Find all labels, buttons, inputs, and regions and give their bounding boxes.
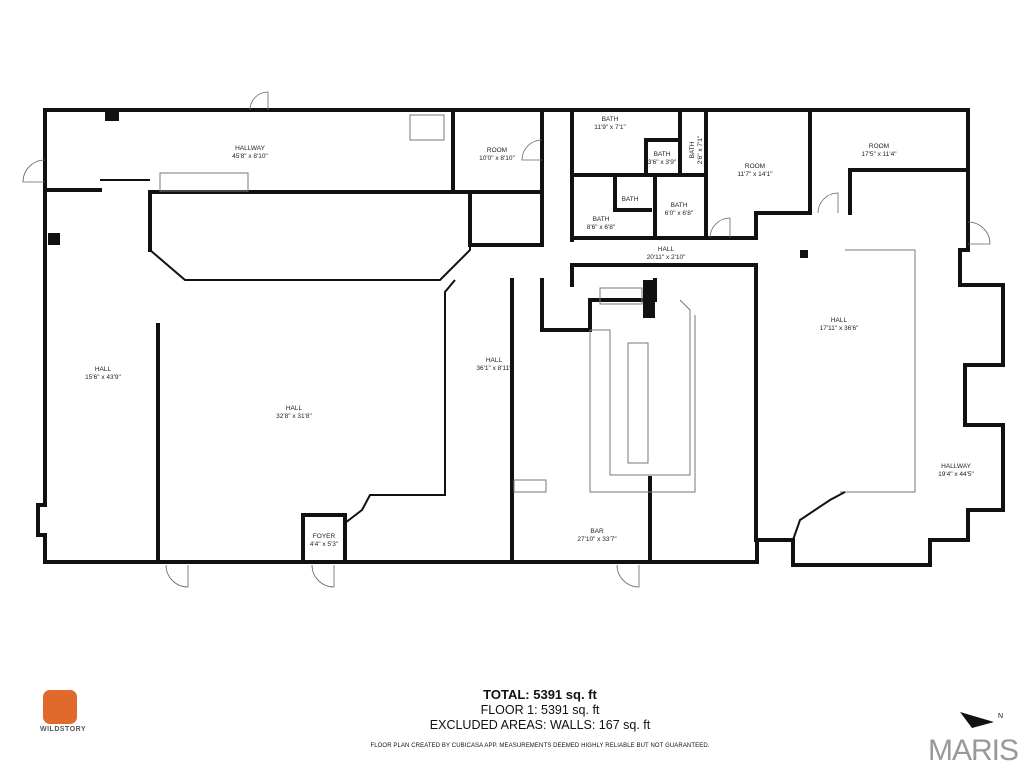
disclaimer: FLOOR PLAN CREATED BY CUBICASA APP. MEAS… [370, 743, 710, 749]
room-label: BATH2'6" x 7'1" [689, 135, 704, 164]
compass-icon: N [960, 712, 1003, 728]
total-area: TOTAL: 5391 sq. ft [483, 687, 597, 702]
room-label: BATH [622, 196, 639, 203]
floor1-area: FLOOR 1: 5391 sq. ft [480, 703, 600, 717]
compass-label: N [998, 713, 1003, 720]
wildstory-logo: WILDSTORY [40, 690, 90, 740]
walls [36, 108, 1005, 567]
maris-watermark: MARIS [928, 734, 1019, 767]
excluded-area: EXCLUDED AREAS: WALLS: 167 sq. ft [429, 718, 651, 732]
logo-mark [43, 690, 77, 724]
logo-text: WILDSTORY [40, 726, 87, 733]
doors [22, 91, 991, 588]
